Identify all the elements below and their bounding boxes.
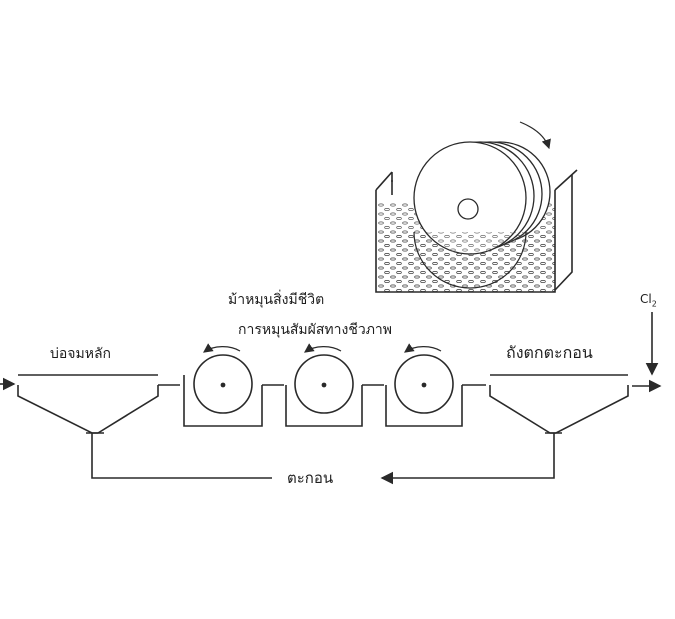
rotation-arrow-icon xyxy=(404,343,442,353)
chlorine-label: Cl2 xyxy=(640,292,657,309)
primary-clarifier xyxy=(17,374,180,434)
rbc-unit-1 xyxy=(183,343,263,427)
rotation-arrow-icon xyxy=(519,121,551,150)
sludge-return-line xyxy=(91,433,555,485)
rbc-title: ม้าหมุนสิ่งมีชีวิต xyxy=(228,292,325,308)
rotation-arrow-icon xyxy=(304,343,342,353)
sludge-label: ตะกอน xyxy=(284,466,337,490)
rotation-arrow-icon xyxy=(203,343,241,353)
rbc-subtitle: การหมุนสัมผัสทางชีวภาพ xyxy=(238,322,393,338)
primary-clarifier-label: บ่อจมหลัก xyxy=(50,346,112,362)
rbc-unit-3 xyxy=(385,343,463,427)
secondary-clarifier xyxy=(489,374,629,434)
process-line xyxy=(0,312,662,485)
secondary-clarifier-label: ถังตกตะกอน xyxy=(506,343,593,362)
rotating-discs xyxy=(378,141,555,292)
rbc-unit-2 xyxy=(285,343,363,427)
rbc-tank-inset xyxy=(375,121,578,293)
